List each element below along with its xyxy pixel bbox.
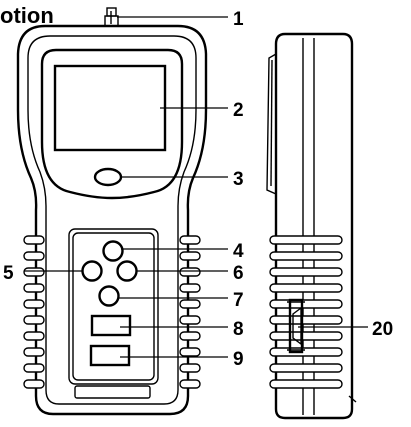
lcd-screen: [53, 64, 167, 152]
grip-ridge-side: [269, 283, 343, 293]
key-rect-upper[interactable]: [90, 314, 132, 337]
callout-number-8: 8: [233, 319, 244, 340]
grip-ridge-right: [179, 379, 201, 389]
grip-ridge-right: [179, 251, 201, 261]
callout-number-7: 7: [233, 290, 244, 311]
callout-number-1: 1: [233, 9, 244, 30]
callout-5: 5: [3, 263, 83, 284]
callout-8: 8: [120, 319, 244, 340]
grip-ridge-side: [269, 347, 343, 357]
grip-ridge-left: [23, 267, 45, 277]
callout-2: 2: [160, 100, 244, 121]
grip-ridge-right: [179, 283, 201, 293]
grip-ridge-left: [23, 347, 45, 357]
key-rect-lower[interactable]: [89, 344, 131, 367]
grip-ridge-side: [269, 331, 343, 341]
grip-ridge-left: [23, 235, 45, 245]
key-up[interactable]: [102, 240, 124, 262]
grip-ridge-left: [23, 379, 45, 389]
grip-ridge-right: [179, 347, 201, 357]
callout-4: 4: [121, 241, 244, 262]
callout-number-20: 20: [372, 319, 393, 340]
keypad-panel: [68, 228, 159, 385]
grip-ridge-right: [179, 331, 201, 341]
callout-number-3: 3: [233, 169, 244, 190]
callout-number-5: 5: [3, 263, 14, 284]
bottom-slot: [74, 385, 151, 399]
side-grip-ridges: [23, 235, 201, 389]
grip-ridge-left: [23, 315, 45, 325]
grip-ridge-left: [23, 363, 45, 373]
meter-front-view: [16, 7, 208, 416]
keypad-panel-inner: [72, 232, 155, 381]
callout-9: 9: [120, 349, 244, 370]
callout-6: 6: [137, 263, 244, 284]
callout-3: 3: [121, 169, 244, 190]
display-bezel: [40, 48, 184, 200]
side-grip-ridges-profile: [269, 235, 343, 389]
callout-1: 1: [117, 9, 244, 30]
callout-number-4: 4: [233, 241, 244, 262]
callout-number-2: 2: [233, 100, 244, 121]
callout-number-6: 6: [233, 263, 244, 284]
key-left[interactable]: [81, 260, 103, 282]
grip-ridge-side: [269, 363, 343, 373]
side-connector-latch: [287, 301, 305, 351]
section-title-fragment: otion: [0, 3, 54, 28]
grip-ridge-left: [23, 251, 45, 261]
grip-ridge-left: [23, 283, 45, 293]
grip-ridge-right: [179, 267, 201, 277]
grip-ridge-side: [269, 267, 343, 277]
grip-ridge-side: [269, 379, 343, 389]
key-right[interactable]: [116, 260, 138, 282]
grip-ridge-side: [269, 315, 343, 325]
grip-ridge-left: [23, 331, 45, 341]
grip-ridge-right: [179, 315, 201, 325]
sensor-probe: [104, 7, 119, 27]
grip-ridge-side: [269, 235, 343, 245]
side-housing-outline: [274, 32, 354, 420]
grip-ridge-side: [269, 299, 343, 309]
grip-ridge-side: [269, 251, 343, 261]
back-clip: [266, 53, 277, 195]
grip-ridge-left: [23, 299, 45, 309]
meter-side-view: [266, 32, 357, 420]
key-down[interactable]: [98, 285, 120, 307]
housing-outline: [16, 24, 208, 416]
power-button[interactable]: [93, 167, 123, 187]
grip-ridge-right: [179, 363, 201, 373]
callout-20: 20: [298, 319, 393, 340]
grip-ridge-right: [179, 235, 201, 245]
callout-7: 7: [118, 290, 244, 311]
side-connector-port: [288, 298, 304, 354]
callout-number-9: 9: [233, 349, 244, 370]
housing-inner-contour: [27, 35, 197, 405]
grip-ridge-right: [179, 299, 201, 309]
